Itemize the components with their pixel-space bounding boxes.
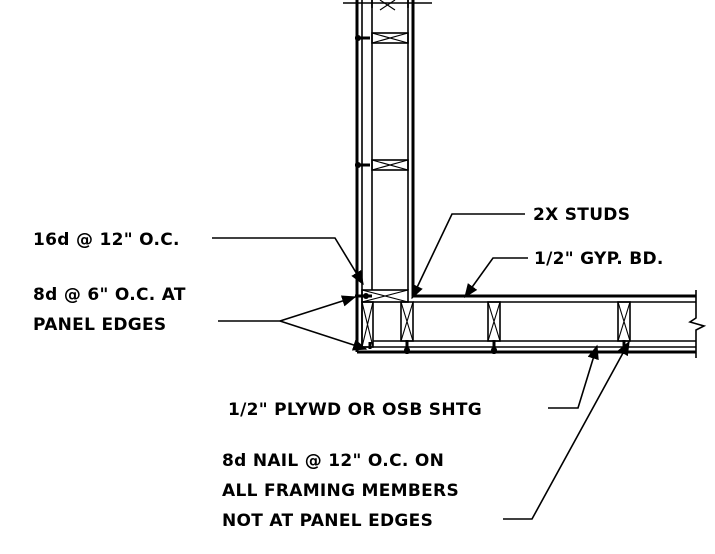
nail8-leader-top [279, 295, 357, 322]
horizontal-wall [357, 290, 707, 358]
gyp-leader [464, 257, 528, 299]
field-nail-leader [503, 340, 630, 520]
nail8-leader-bottom [279, 320, 368, 351]
studs-leader [411, 213, 525, 300]
studs-label: 2X STUDS [533, 205, 630, 225]
nail8-label-line1: 8d @ 6" O.C. AT [33, 285, 186, 305]
leader-lines [212, 213, 630, 520]
vertical-wall [343, 0, 432, 352]
plywood-leader [548, 344, 599, 409]
nail8-label-line2: PANEL EDGES [33, 315, 166, 335]
nail16-leader [212, 237, 364, 286]
gyp-label: 1/2" GYP. BD. [534, 249, 664, 269]
field-nail-label-line3: NOT AT PANEL EDGES [222, 511, 433, 531]
nail16-label: 16d @ 12" O.C. [33, 230, 180, 250]
field-nail-label-line1: 8d NAIL @ 12" O.C. ON [222, 451, 444, 471]
corner-studs [355, 289, 409, 349]
field-nail-label-line2: ALL FRAMING MEMBERS [222, 481, 459, 501]
plywood-label: 1/2" PLYWD OR OSB SHTG [228, 400, 482, 420]
